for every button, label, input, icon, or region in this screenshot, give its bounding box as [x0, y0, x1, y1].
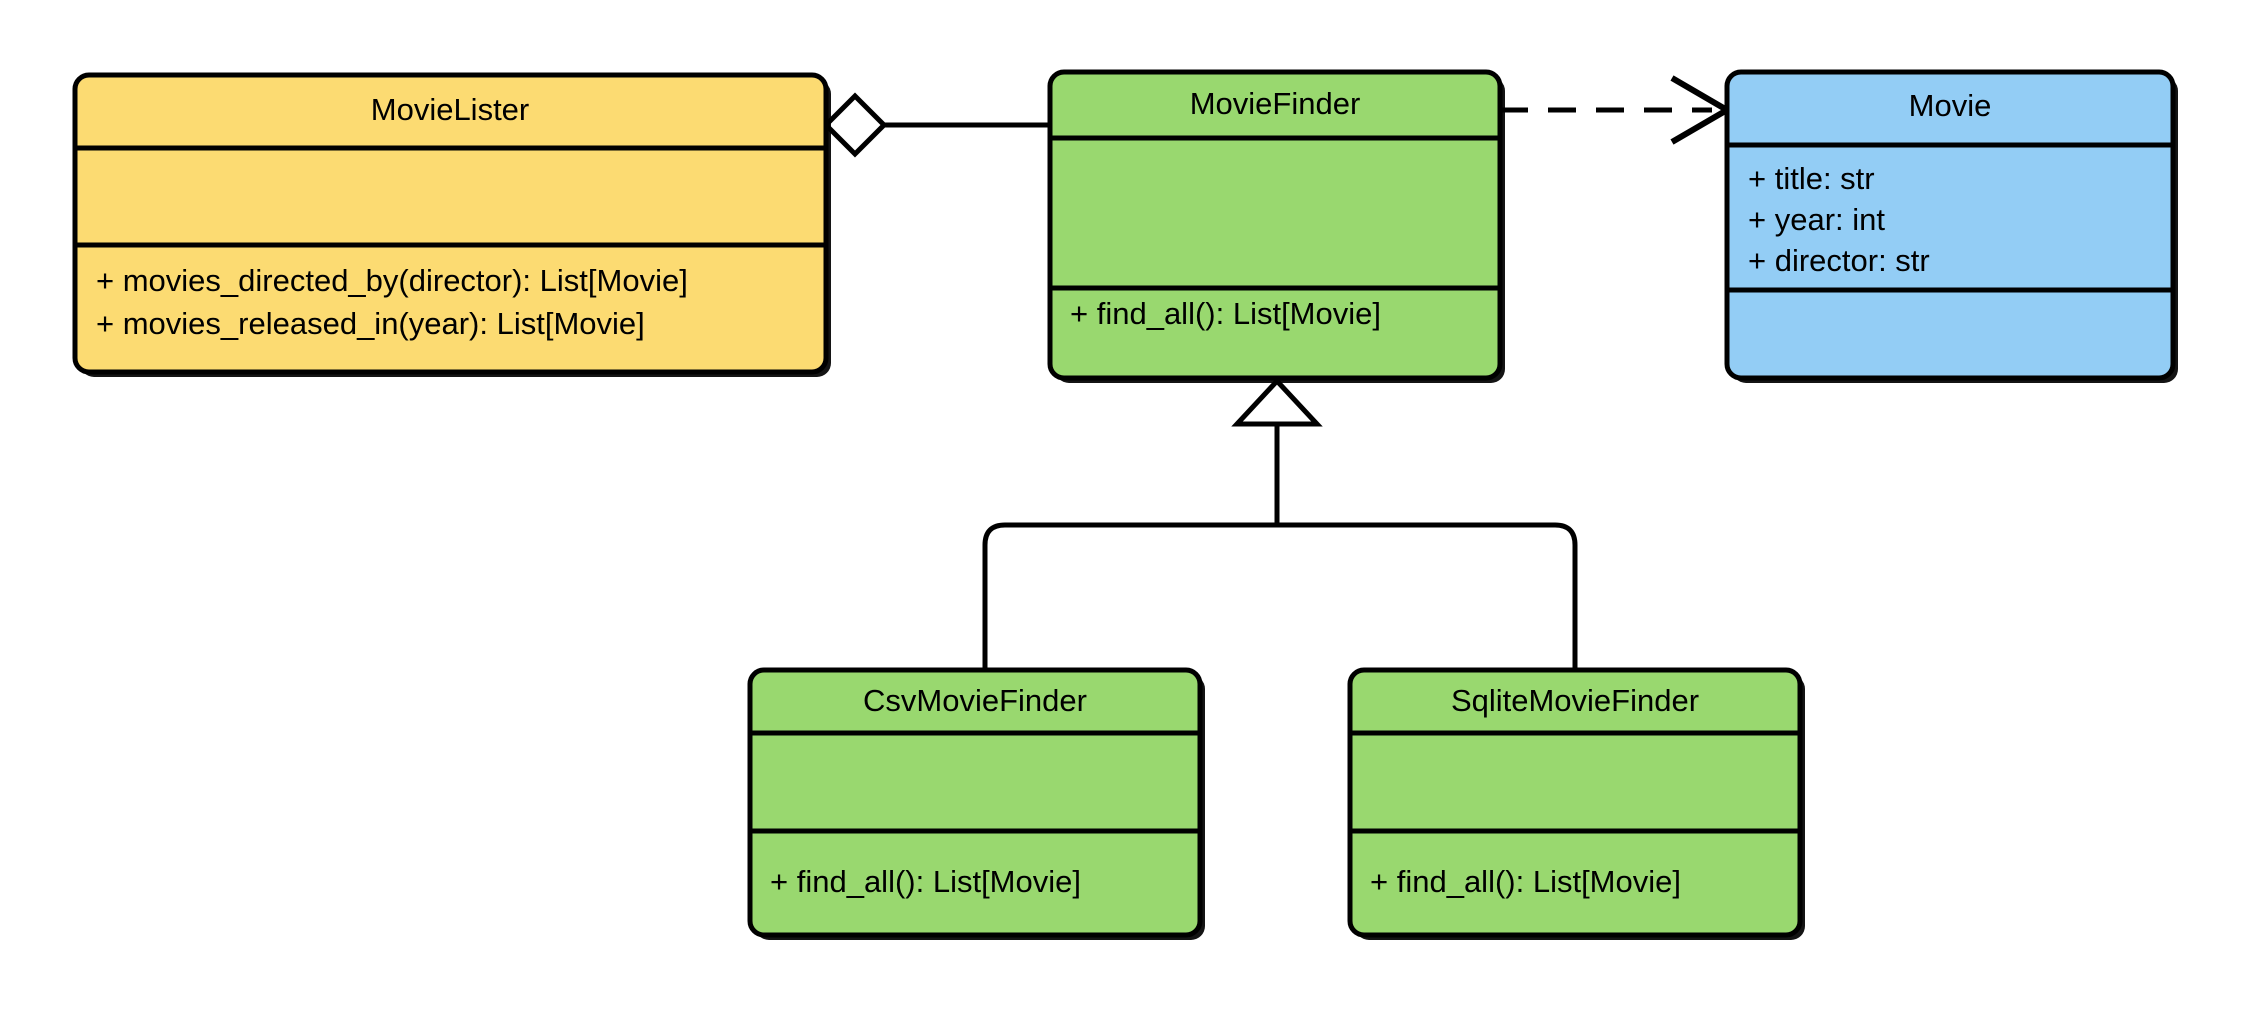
class-box-movie-finder[interactable]: MovieFinder + find_all(): List[Movie] — [1047, 69, 1505, 383]
movie-attribute-0: + title: str — [1748, 161, 1875, 196]
sqlite-movie-finder-frame — [1347, 667, 1803, 938]
csv-movie-finder-method-0: + find_all(): List[Movie] — [770, 864, 1081, 899]
movie-lister-method-1: + movies_released_in(year): List[Movie] — [96, 306, 645, 341]
relationship-dependency-finder-movie[interactable] — [1500, 75, 1733, 145]
movie-lister-method-0: + movies_directed_by(director): List[Mov… — [96, 263, 688, 298]
movie-attribute-2: + director: str — [1748, 243, 1930, 278]
class-box-movie[interactable]: Movie + title: str + year: int + directo… — [1724, 69, 2178, 383]
movie-finder-method-0: + find_all(): List[Movie] — [1070, 296, 1381, 331]
movie-lister-title: MovieLister — [371, 92, 530, 127]
class-box-movie-lister[interactable]: MovieLister + movies_directed_by(directo… — [72, 72, 831, 377]
movie-title: Movie — [1909, 88, 1992, 123]
csv-movie-finder-frame — [747, 667, 1203, 938]
class-box-csv-movie-finder[interactable]: CsvMovieFinder + find_all(): List[Movie] — [747, 667, 1205, 940]
hollow-triangle-icon — [1231, 377, 1323, 427]
generalization-branch-csv — [982, 522, 1277, 670]
movie-finder-frame — [1047, 69, 1503, 381]
sqlite-movie-finder-method-0: + find_all(): List[Movie] — [1370, 864, 1681, 899]
hollow-diamond-icon — [822, 92, 888, 158]
movie-frame — [1724, 69, 2176, 381]
movie-finder-title: MovieFinder — [1190, 86, 1361, 121]
generalization-branch-sqlite — [1277, 522, 1578, 670]
relationship-aggregation-lister-finder[interactable] — [822, 92, 1050, 158]
sqlite-movie-finder-title: SqliteMovieFinder — [1451, 683, 1699, 718]
class-box-sqlite-movie-finder[interactable]: SqliteMovieFinder + find_all(): List[Mov… — [1347, 667, 1805, 940]
relationship-generalization-subclasses[interactable] — [982, 377, 1578, 670]
movie-attribute-1: + year: int — [1748, 202, 1885, 237]
csv-movie-finder-title: CsvMovieFinder — [863, 683, 1087, 718]
